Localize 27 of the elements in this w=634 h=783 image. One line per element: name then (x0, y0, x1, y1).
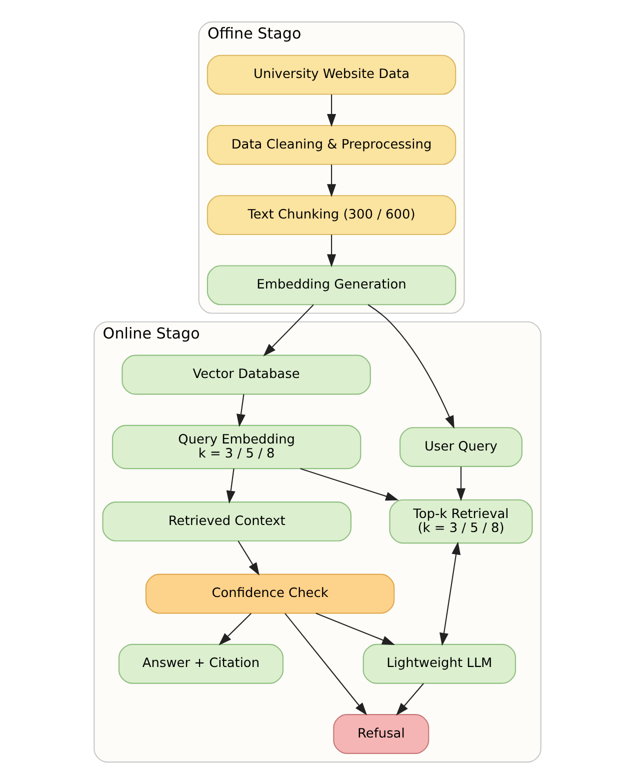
arrow (326, 164, 336, 197)
node-box: Query Embedding k = 3 / 5 / 8 (111, 424, 361, 469)
arrow (367, 304, 454, 428)
arrow (326, 94, 336, 126)
arrow (456, 466, 466, 501)
arrow (226, 468, 235, 504)
node-box: Text Chunking (300 / 600) (206, 194, 456, 235)
node-box: Top-k Retrieval (k = 3 / 5 / 8) (388, 498, 532, 544)
node-box: User Query (399, 426, 522, 466)
node-box: Vector Database (121, 354, 370, 394)
arrow (439, 541, 460, 646)
node-box: Data Cleaning & Preprocessing (206, 124, 456, 164)
arrow (300, 468, 398, 500)
arrow (326, 234, 336, 267)
node-box: Embedding Generation (206, 264, 456, 305)
arrow (218, 612, 252, 645)
arrow (284, 612, 367, 715)
node-box: Retrieved Context (102, 501, 351, 541)
arrow (237, 540, 259, 576)
node-box: Lightweight LLM (362, 643, 516, 684)
node-box: Confidence Check (144, 573, 394, 614)
arrow (315, 612, 395, 644)
arrow (236, 394, 245, 427)
node-box: Answer + Citation (118, 643, 284, 684)
node-box: Refusal (332, 714, 429, 754)
arrow (396, 682, 424, 716)
node-box: University Website Data (206, 54, 456, 94)
